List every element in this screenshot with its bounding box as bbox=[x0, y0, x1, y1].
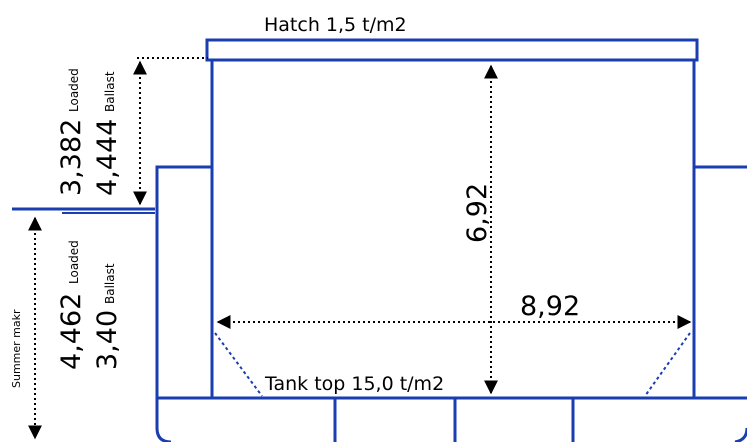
draft-ballast-value: 3,40 bbox=[92, 310, 123, 370]
freeboard-ballast-value: 4,444 bbox=[92, 119, 123, 196]
hopper-slope-left bbox=[214, 332, 263, 397]
hopper-slopes bbox=[214, 332, 691, 397]
freeboard-ballast-label: 4,444 Ballast bbox=[92, 71, 123, 196]
width-value: 8,92 bbox=[520, 291, 580, 322]
freeboard-loaded-label: 3,382 Loaded bbox=[56, 68, 87, 196]
draft-ballast-label: 3,40 Ballast bbox=[92, 263, 123, 370]
freeboard-loaded-value: 3,382 bbox=[56, 119, 87, 196]
draft-loaded-label: 4,462 Loaded bbox=[56, 240, 87, 370]
summer-mark-label: Summer makr bbox=[10, 309, 23, 388]
hatch-label: Hatch 1,5 t/m2 bbox=[264, 14, 407, 36]
height-value: 6,92 bbox=[462, 183, 493, 243]
hopper-slope-right bbox=[644, 332, 691, 397]
tank-top-label: Tank top 15,0 t/m2 bbox=[264, 373, 444, 395]
draft-ballast-tag: Ballast bbox=[103, 263, 117, 304]
hatch-cover bbox=[205, 38, 699, 62]
dimension-lines bbox=[28, 57, 692, 440]
left-side-structure bbox=[155, 165, 212, 398]
freeboard-ballast-tag: Ballast bbox=[103, 71, 117, 112]
draft-loaded-tag: Loaded bbox=[67, 240, 81, 284]
freeboard-loaded-tag: Loaded bbox=[67, 68, 81, 112]
draft-loaded-value: 4,462 bbox=[56, 293, 87, 370]
bilge-radius-right bbox=[734, 427, 747, 444]
bilge-radius bbox=[155, 398, 172, 444]
